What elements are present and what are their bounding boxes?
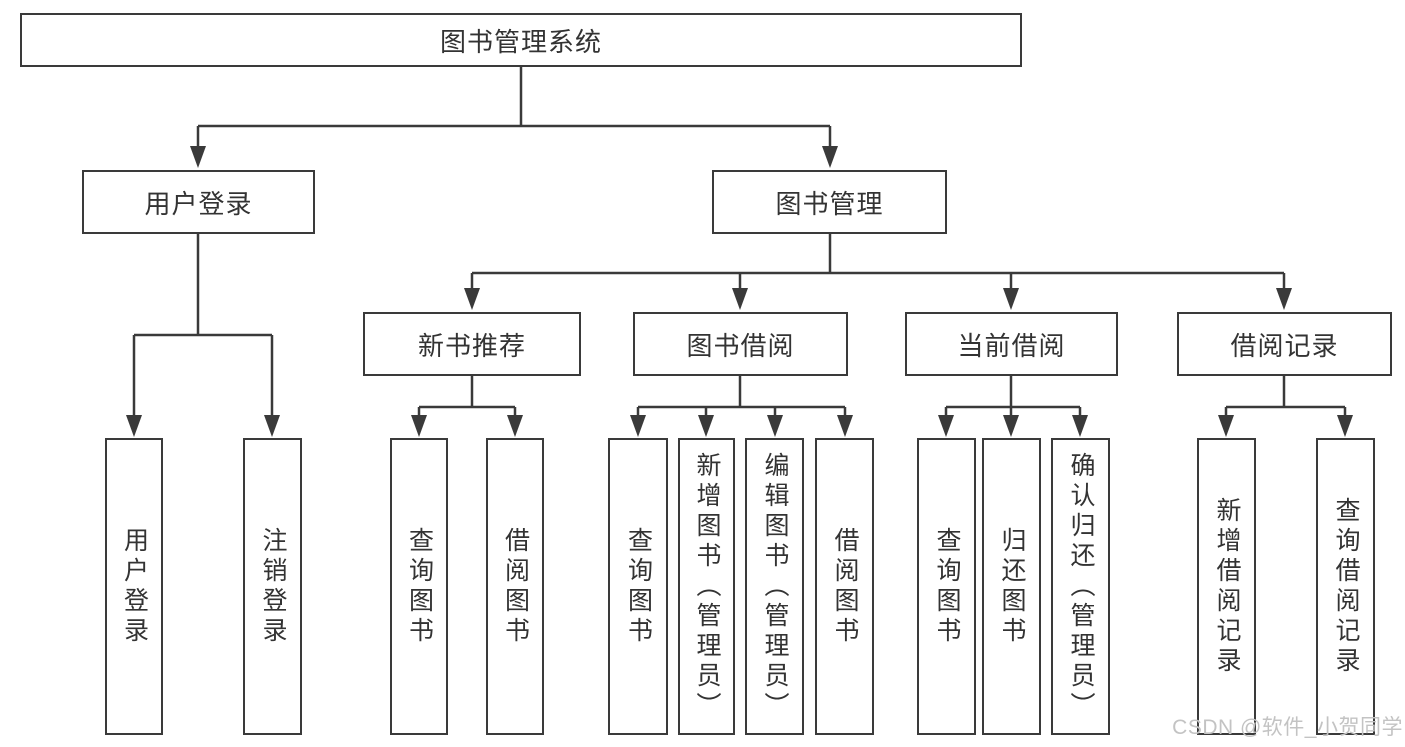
arrowhead	[767, 415, 783, 437]
node-label: 注销登录	[259, 526, 287, 647]
node-label: 确认归还（管理员）	[1067, 451, 1095, 722]
leaf-user-login: 用户登录	[105, 438, 163, 735]
node-label: 借阅记录	[1230, 330, 1339, 361]
node-label: 查询图书	[933, 526, 961, 647]
leaf-query-books-current: 查询图书	[917, 438, 976, 735]
node-current-borrow: 当前借阅	[905, 312, 1118, 376]
connector-borrow-records	[1218, 376, 1353, 437]
leaf-query-borrow-record: 查询借阅记录	[1316, 438, 1375, 735]
arrowhead	[264, 415, 280, 437]
arrowhead	[938, 415, 954, 437]
connector-new-book	[411, 376, 523, 437]
arrowhead	[1218, 415, 1234, 437]
node-label: 借阅图书	[501, 526, 530, 647]
node-label: 编辑图书（管理员）	[761, 451, 789, 722]
node-label: 查询图书	[405, 526, 434, 647]
node-book-management: 图书管理	[712, 170, 947, 234]
arrowhead	[1072, 415, 1088, 437]
connector-book-management	[464, 234, 1292, 310]
arrowhead	[822, 146, 838, 168]
node-borrow-records: 借阅记录	[1177, 312, 1392, 376]
node-label: 新增借阅记录	[1213, 496, 1241, 677]
leaf-add-borrow-record: 新增借阅记录	[1197, 438, 1256, 735]
arrowhead	[1003, 288, 1019, 310]
arrowhead	[464, 288, 480, 310]
leaf-query-books-newbook: 查询图书	[390, 438, 448, 735]
leaf-borrow-books: 借阅图书	[815, 438, 874, 735]
node-label: 用户登录	[144, 188, 253, 219]
arrowhead	[507, 415, 523, 437]
arrowhead	[1003, 415, 1019, 437]
node-label: 查询图书	[624, 526, 653, 647]
node-label: 图书管理系统	[439, 26, 602, 57]
node-book-borrow: 图书借阅	[633, 312, 848, 376]
node-user-login: 用户登录	[82, 170, 315, 234]
leaf-edit-books-admin: 编辑图书（管理员）	[745, 438, 804, 735]
node-label: 图书管理	[775, 188, 884, 219]
leaf-confirm-return-admin: 确认归还（管理员）	[1051, 438, 1110, 735]
watermark-text: CSDN @软件_小贺同学	[1172, 716, 1403, 739]
connector-current-borrow	[938, 376, 1088, 437]
connector-user-login	[126, 234, 280, 437]
arrowhead	[1337, 415, 1353, 437]
node-label: 图书借阅	[686, 330, 795, 361]
connector-book-borrow	[630, 376, 853, 437]
connector-root-to-level1	[190, 67, 838, 168]
node-label: 新书推荐	[417, 330, 526, 361]
node-label: 借阅图书	[831, 526, 859, 647]
leaf-query-books-borrow: 查询图书	[608, 438, 668, 735]
arrowhead	[732, 288, 748, 310]
leaf-logout: 注销登录	[243, 438, 302, 735]
leaf-add-books-admin: 新增图书（管理员）	[678, 438, 735, 735]
node-label: 当前借阅	[957, 330, 1066, 361]
node-label: 新增图书（管理员）	[693, 451, 721, 722]
node-new-book-recommend: 新书推荐	[363, 312, 581, 376]
node-label: 用户登录	[120, 526, 149, 647]
arrowhead	[190, 146, 206, 168]
arrowhead	[630, 415, 646, 437]
arrowhead	[1276, 288, 1292, 310]
node-label: 归还图书	[998, 526, 1026, 647]
arrowhead	[837, 415, 853, 437]
arrowhead	[126, 415, 142, 437]
node-label: 查询借阅记录	[1332, 496, 1360, 677]
arrowhead	[698, 415, 714, 437]
leaf-return-books: 归还图书	[982, 438, 1041, 735]
node-root-library-system: 图书管理系统	[20, 13, 1022, 67]
arrowhead	[411, 415, 427, 437]
leaf-borrow-books-newbook: 借阅图书	[486, 438, 544, 735]
